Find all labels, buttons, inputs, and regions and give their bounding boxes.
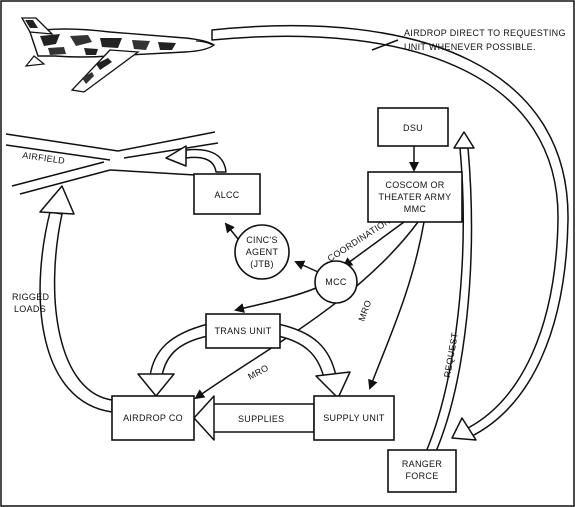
supplies-label: SUPPLIES: [238, 414, 284, 424]
airdrop-direct-arrow: [211, 24, 569, 441]
request-arrow: [425, 131, 475, 457]
trans-unit-label: TRANS UNIT: [215, 326, 272, 336]
supplies-arrow: [193, 395, 315, 441]
airfield-icon: [5, 131, 219, 195]
supply-unit-box: SUPPLY UNIT: [313, 395, 395, 441]
rigged-loads-label-line1: RIGGED: [12, 292, 50, 302]
alcc-label: ALCC: [214, 190, 239, 200]
mcc-to-trans-arrow: [234, 287, 317, 313]
airdrop-co-label: AIRDROP CO: [123, 413, 183, 423]
alcc-to-airfield-arrow: [165, 145, 227, 173]
dsu-label: DSU: [403, 123, 423, 133]
airdrop-direct-note: AIRDROP DIRECT TO REQUESTING UNIT WHENEV…: [371, 28, 566, 52]
mcc-to-cinc-arrow: [294, 260, 319, 273]
coscom-label-line1: COSCOM OR: [385, 180, 444, 190]
airdrop-direct-note-line1: AIRDROP DIRECT TO REQUESTING: [404, 28, 566, 38]
airdrop-co-box: AIRDROP CO: [111, 395, 195, 441]
ranger-force-box: RANGER FORCE: [387, 449, 457, 493]
trans-to-supply-arrow: [277, 323, 351, 399]
ranger-force-label-line1: RANGER: [402, 459, 443, 469]
coordination-arrow: [342, 221, 405, 268]
coscom-label-line3: MMC: [404, 204, 427, 214]
mro-to-airdrop-arrow: [194, 221, 419, 400]
dsu-box: DSU: [377, 107, 449, 147]
rigged-loads-label-line2: LOADS: [14, 304, 46, 314]
airdrop-direct-note-line2: UNIT WHENEVER POSSIBLE.: [404, 42, 536, 52]
mro-to-supply-arrow: [368, 221, 425, 390]
alcc-box: ALCC: [193, 173, 261, 215]
supply-unit-label: SUPPLY UNIT: [323, 413, 385, 423]
cinc-label-line3: (JTB): [250, 259, 274, 269]
mcc-circle: MCC: [314, 260, 358, 304]
coscom-label-line2: THEATER ARMY: [379, 192, 452, 202]
trans-to-airdrop-arrow: [137, 323, 209, 397]
coscom-box: COSCOM OR THEATER ARMY MMC: [367, 171, 463, 223]
mro-left-label: MRO: [246, 363, 270, 382]
aircraft-icon: [20, 17, 216, 93]
rigged-loads-arrow: [39, 185, 113, 413]
trans-unit-box: TRANS UNIT: [205, 313, 281, 349]
cinc-label-line1: CINC'S: [246, 235, 278, 245]
cinc-agent-circle: CINC'S AGENT (JTB): [234, 224, 290, 280]
cinc-label-line2: AGENT: [246, 247, 279, 257]
mro-right-label: MRO: [356, 299, 373, 323]
mcc-label: MCC: [325, 277, 347, 287]
ranger-force-label-line2: FORCE: [406, 471, 439, 481]
